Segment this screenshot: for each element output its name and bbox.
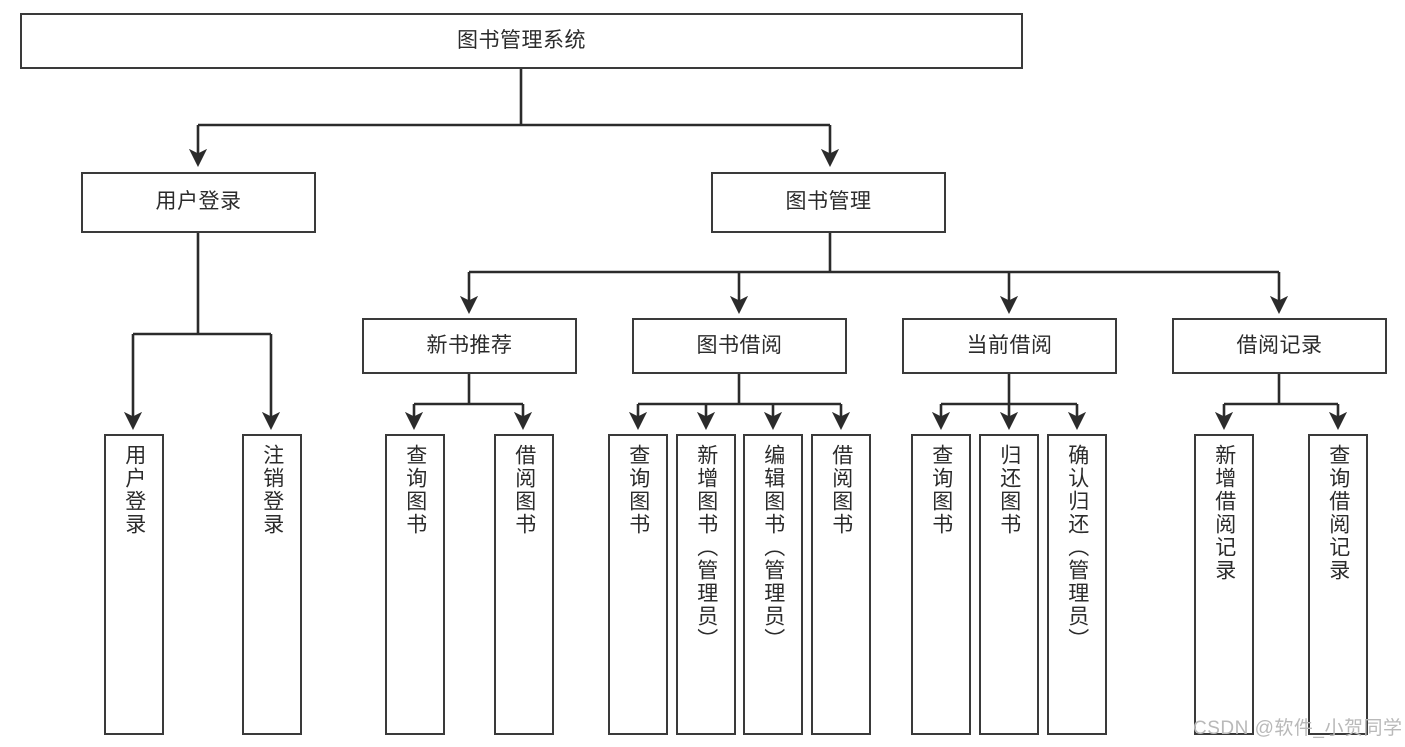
leaf-current-borrow-1-label: 查询图书 — [929, 444, 953, 536]
leaf-current-borrow-2[interactable]: 归还图书 — [979, 434, 1039, 735]
leaf-borrow-record-1-label: 新增借阅记录 — [1212, 444, 1236, 582]
leaf-borrow-record-2-label: 查询借阅记录 — [1326, 444, 1350, 582]
node-book-borrow[interactable]: 图书借阅 — [632, 318, 847, 374]
node-user-login-label: 用户登录 — [155, 190, 242, 214]
node-book-borrow-label: 图书借阅 — [696, 333, 783, 357]
node-current-borrow[interactable]: 当前借阅 — [902, 318, 1117, 374]
leaf-book-borrow-2-label: 新增图书（管理员） — [694, 444, 718, 651]
node-new-book-recommend-label: 新书推荐 — [426, 333, 513, 357]
leaf-book-borrow-2[interactable]: 新增图书（管理员） — [676, 434, 736, 735]
node-borrow-record[interactable]: 借阅记录 — [1172, 318, 1387, 374]
leaf-new-book-1-label: 查询图书 — [403, 444, 427, 536]
leaf-book-borrow-3[interactable]: 编辑图书（管理员） — [743, 434, 803, 735]
node-book-management-label: 图书管理 — [785, 190, 872, 214]
leaf-book-borrow-1[interactable]: 查询图书 — [608, 434, 668, 735]
node-user-login[interactable]: 用户登录 — [81, 172, 316, 233]
leaf-new-book-1[interactable]: 查询图书 — [385, 434, 445, 735]
leaf-current-borrow-1[interactable]: 查询图书 — [911, 434, 971, 735]
watermark: CSDN @软件_小贺同学 — [1193, 718, 1403, 739]
leaf-new-book-2[interactable]: 借阅图书 — [494, 434, 554, 735]
leaf-new-book-2-label: 借阅图书 — [512, 444, 536, 536]
node-book-management[interactable]: 图书管理 — [711, 172, 946, 233]
node-borrow-record-label: 借阅记录 — [1236, 333, 1323, 357]
node-root-label: 图书管理系统 — [457, 28, 586, 52]
node-current-borrow-label: 当前借阅 — [966, 333, 1053, 357]
node-root[interactable]: 图书管理系统 — [20, 13, 1023, 69]
leaf-user-login-2-label: 注销登录 — [260, 444, 284, 536]
leaf-current-borrow-2-label: 归还图书 — [997, 444, 1021, 536]
leaf-book-borrow-4-label: 借阅图书 — [829, 444, 853, 536]
leaf-current-borrow-3-label: 确认归还（管理员） — [1065, 444, 1089, 651]
leaf-current-borrow-3[interactable]: 确认归还（管理员） — [1047, 434, 1107, 735]
leaf-user-login-1-label: 用户登录 — [122, 444, 146, 536]
leaf-book-borrow-3-label: 编辑图书（管理员） — [761, 444, 785, 651]
leaf-book-borrow-4[interactable]: 借阅图书 — [811, 434, 871, 735]
leaf-user-login-1[interactable]: 用户登录 — [104, 434, 164, 735]
leaf-book-borrow-1-label: 查询图书 — [626, 444, 650, 536]
leaf-borrow-record-2[interactable]: 查询借阅记录 — [1308, 434, 1368, 735]
leaf-borrow-record-1[interactable]: 新增借阅记录 — [1194, 434, 1254, 735]
node-new-book-recommend[interactable]: 新书推荐 — [362, 318, 577, 374]
leaf-user-login-2[interactable]: 注销登录 — [242, 434, 302, 735]
